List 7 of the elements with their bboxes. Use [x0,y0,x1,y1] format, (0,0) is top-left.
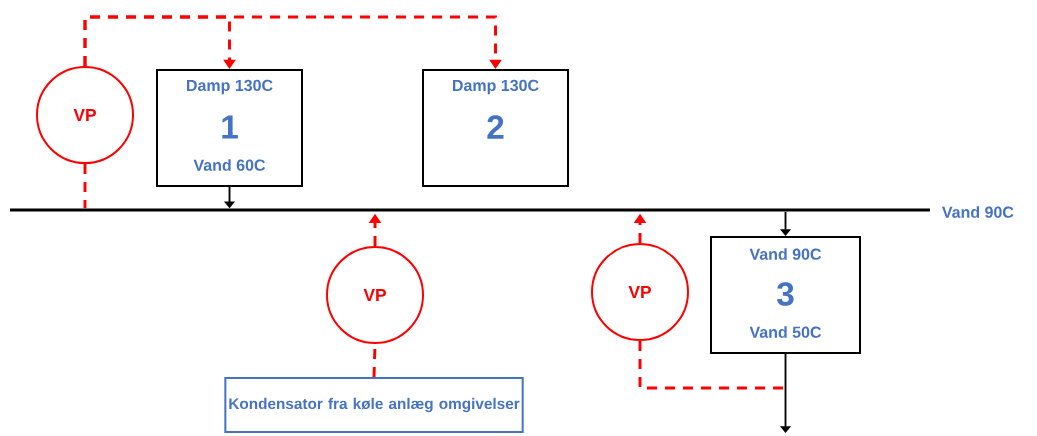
pipe-label: Vand 90C [942,206,1014,218]
process-box: Damp 130C 2 [422,69,569,187]
process-box: Damp 130C 1 Vand 60C [156,69,303,187]
process-box: Vand 90C 3 Vand 50C [710,236,861,354]
note-box: Kondensator fra køle anlæg omgivelser [224,377,524,433]
dashed-line [638,341,783,390]
dashed-line [83,164,87,209]
